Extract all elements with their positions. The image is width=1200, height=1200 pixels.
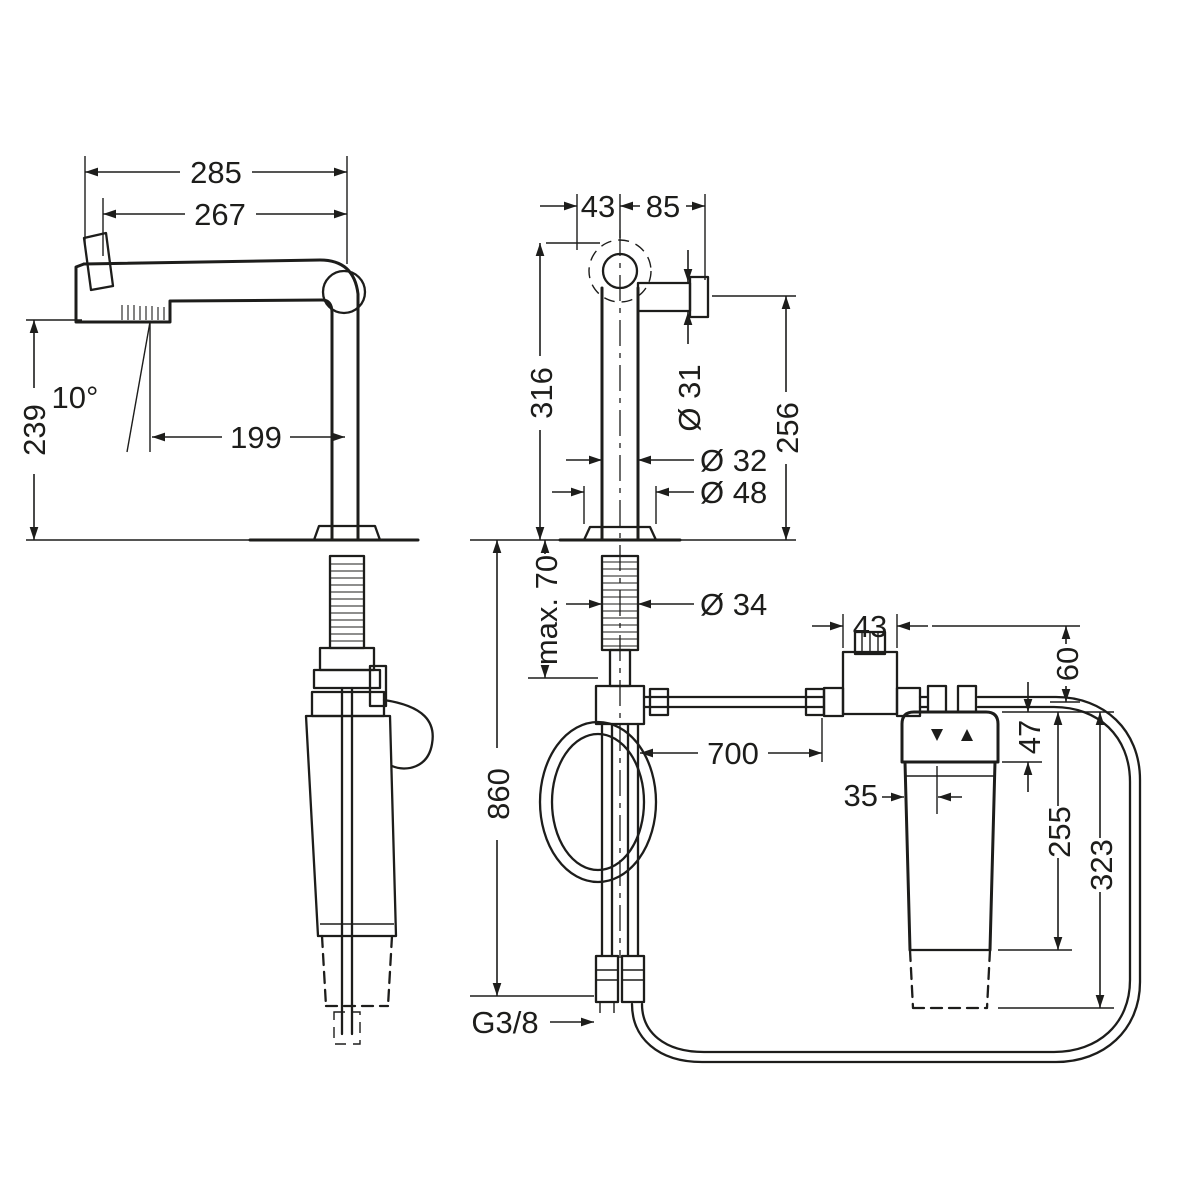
dim-shank-diameter: Ø 34 [566,587,767,622]
dim-connection-thread-label: G3/8 [471,1005,538,1040]
dim-cartridge-total-height: 323 [998,712,1119,1009]
hose-to-regulator [642,695,826,709]
dim-max-mounting-thickness-label: max. 70 [529,555,564,665]
hose-fitting-right [804,687,826,717]
dim-tip-to-axis: 199 [152,420,345,455]
dim-cartridge-body-height-label: 255 [1042,806,1077,858]
faucet-body-front [600,286,640,542]
dim-handle-length-label: 85 [646,189,680,224]
dim-port-offset: 35 [844,766,962,814]
dim-outlet-height: 316 [524,243,559,540]
filter-head [900,710,1000,764]
dim-center-offset-label: 43 [581,189,615,224]
dim-cartridge-body-height: 255 [998,712,1077,951]
side-view: 285 267 239 199 10° [17,155,434,1045]
dim-handle-diameter: Ø 31 [672,250,707,432]
dim-connection-thread: G3/8 [471,1005,594,1040]
regulator-body [841,650,899,716]
supply-hoses [600,722,640,958]
hose-fitting-left [648,687,670,717]
mounting-nut-side [318,646,376,672]
dim-spout-reach: 267 [103,197,347,232]
dim-spout-height-label: 239 [17,404,52,456]
tee-connector [594,684,646,726]
aerator-hatch [121,305,165,320]
dim-shank-diameter-label: Ø 34 [700,587,767,622]
dim-tip-to-axis-label: 199 [230,420,282,455]
dim-swivel-angle: 10° [52,321,151,453]
hose-connector-b [620,954,646,1004]
filter-cartridge-side-hidden [320,934,394,1008]
hose-connector-a [594,954,620,1004]
dim-body-diameter-label: Ø 32 [700,443,767,478]
mounting-plate-side [312,668,382,690]
spout-outlet-front [601,252,639,290]
dim-hose-length-below: 860 [481,540,516,996]
dim-cartridge-total-height-label: 323 [1084,839,1119,891]
dim-base-diameter: Ø 48 [552,475,767,510]
escutcheon-front [582,525,658,542]
dim-body-diameter: Ø 32 [566,443,767,478]
flow-down-arrow-icon [931,729,943,741]
handle-front [636,281,692,313]
flow-up-arrow-icon [961,729,973,741]
hose-side [340,686,354,1036]
filter-unit-view: 43 60 47 [640,609,1119,1010]
filter-cartridge-side [304,714,398,938]
dim-hose-length-below-label: 860 [481,768,516,820]
dim-handle-diameter-label: Ø 31 [672,364,707,431]
filter-cartridge [900,684,1000,1010]
hose-loop-outer [538,720,658,884]
regulator-inlet [822,686,845,718]
dim-hose-run-length-label: 700 [707,736,759,771]
dim-max-mounting-thickness: max. 70 [529,540,564,678]
spout-swivel-envelope [588,239,652,303]
filter-body-hidden [908,948,992,1010]
pressure-regulator [822,630,930,718]
dim-handle-height: 256 [770,296,805,540]
filter-holder-hook-side [382,698,434,770]
dim-center-offset: 43 [540,189,615,224]
dim-filter-head-height-label: 47 [1012,720,1047,754]
dim-port-offset-label: 35 [844,778,878,813]
dim-spout-height: 239 [17,320,52,540]
dim-valve-width-label: 43 [853,609,887,644]
dim-spout-reach-label: 267 [194,197,246,232]
dim-handle-height-label: 256 [770,402,805,454]
handle-lever-side [82,231,115,292]
side-view-faucet [74,231,434,1045]
mounting-screw-side [368,664,388,708]
dim-handle-length: 85 [620,189,705,224]
dim-overall-reach: 285 [85,155,347,190]
dim-swivel-angle-label: 10° [52,380,99,415]
dim-valve-height-label: 60 [1050,647,1085,681]
filter-inlet-port [926,684,948,714]
dim-outlet-height-label: 316 [524,367,559,419]
dim-hose-run-length: 700 [640,718,823,771]
dim-base-diameter-label: Ø 48 [700,475,767,510]
escutcheon-side [312,524,382,542]
hose-loop-inner [550,732,646,872]
dim-valve-height: 60 [932,625,1085,703]
filter-outlet-port [956,684,978,714]
spout-elbow-joint [321,269,367,315]
hose-end-connector-side [333,1011,361,1045]
dim-overall-reach-label: 285 [190,155,242,190]
regulator-outlet [895,686,922,718]
filter-hose-outer [630,695,1142,1064]
filter-holder-top-side [310,690,386,718]
handle-knob-front [688,275,710,319]
front-view-faucet [538,230,1142,1064]
filter-body [903,760,997,952]
dim-valve-width: 43 [812,609,928,648]
